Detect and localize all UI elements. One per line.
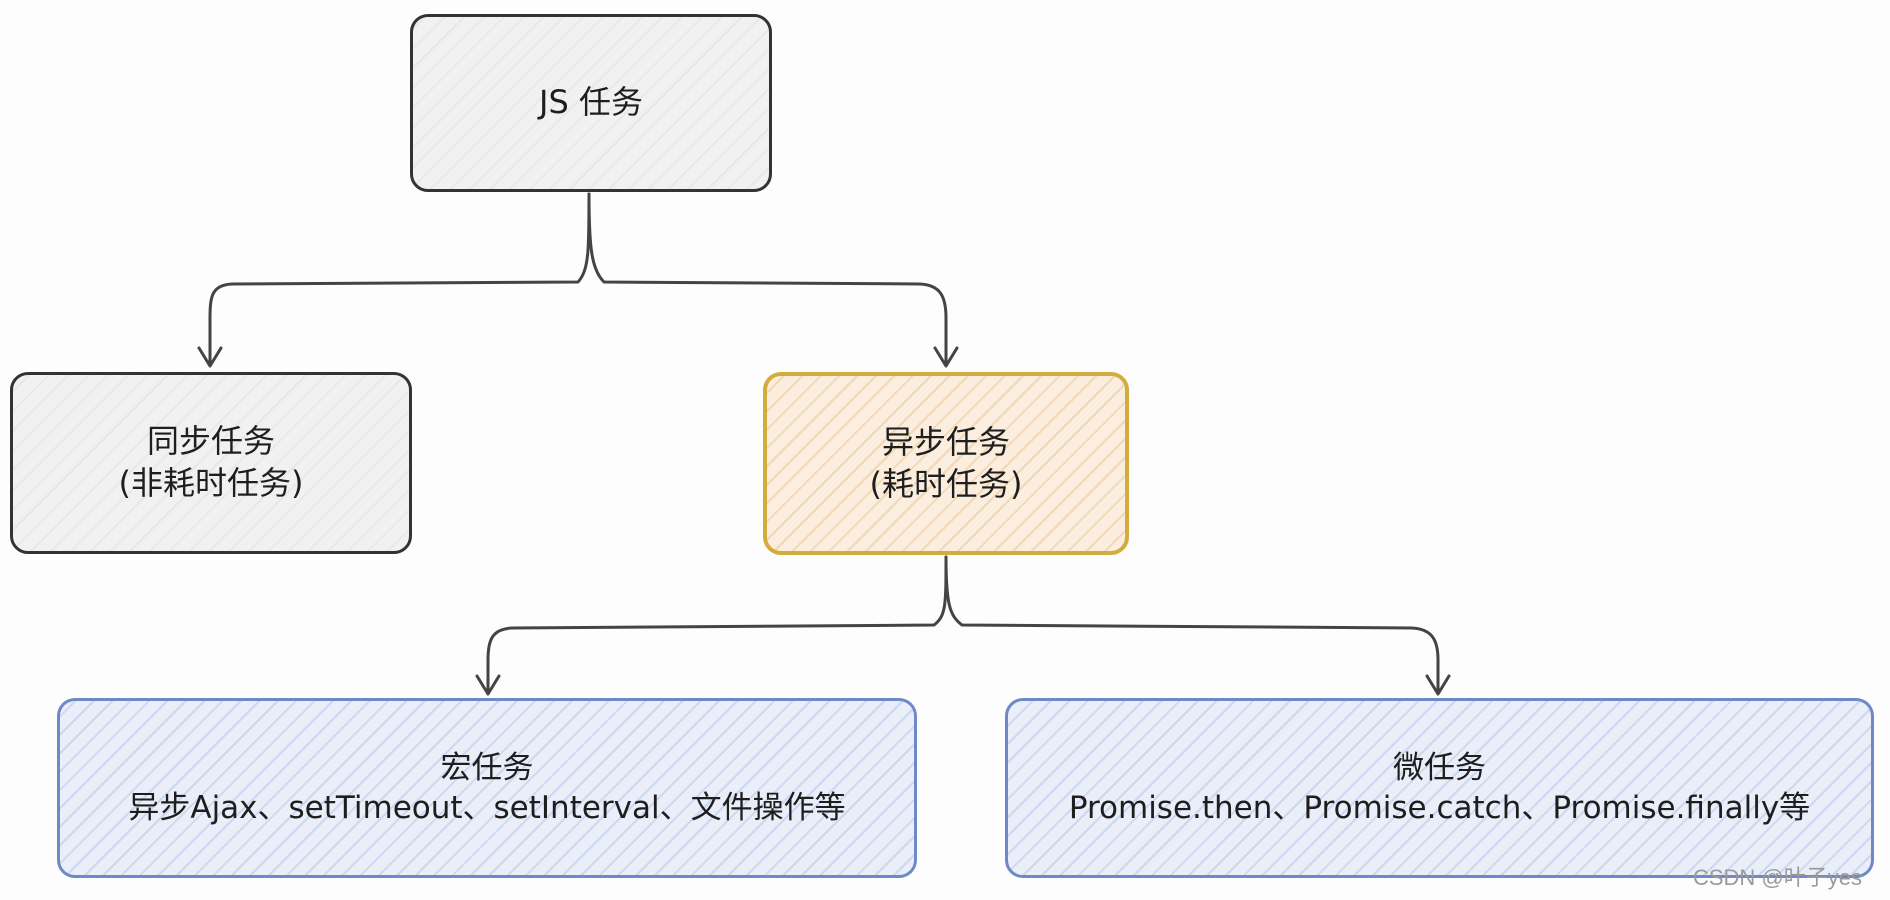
hatch-fill [767, 376, 1125, 551]
edge-async-to-macro [486, 555, 948, 692]
edge-root-to-sync [208, 192, 591, 364]
watermark: CSDN @叶子yes [1692, 865, 1862, 890]
node-label: 同步任务 [146, 422, 275, 461]
arrowhead-async [933, 346, 959, 368]
node-label: JS 任务 [539, 83, 643, 122]
node-micro-tasks: 微任务 Promise.then、Promise.catch、Promise.f… [1005, 698, 1874, 878]
arrowhead-sync [197, 346, 223, 368]
arrowhead-macro [475, 674, 501, 696]
hatch-fill [60, 701, 914, 875]
hatch-fill [413, 17, 769, 189]
node-sublabel: Promise.then、Promise.catch、Promise.final… [1068, 790, 1811, 826]
node-macro-tasks: 宏任务 异步Ajax、setTimeout、setInterval、文件操作等 [57, 698, 917, 878]
hatch-fill [1008, 701, 1871, 875]
edge-root-to-async [587, 192, 948, 364]
node-sublabel: 异步Ajax、setTimeout、setInterval、文件操作等 [128, 790, 846, 826]
node-async-tasks: 异步任务 (耗时任务) [763, 372, 1129, 555]
node-sublabel: (耗时任务) [869, 464, 1023, 503]
arrowhead-micro [1425, 674, 1451, 696]
node-label: 微任务 [1393, 749, 1486, 786]
node-label: 宏任务 [440, 749, 534, 786]
node-sync-tasks: 同步任务 (非耗时任务) [10, 372, 412, 554]
node-sublabel: (非耗时任务) [118, 464, 304, 502]
node-label: 异步任务 [881, 422, 1010, 461]
hatch-fill [13, 375, 409, 551]
edge-async-to-micro [944, 555, 1440, 692]
node-js-tasks: JS 任务 [410, 14, 772, 192]
